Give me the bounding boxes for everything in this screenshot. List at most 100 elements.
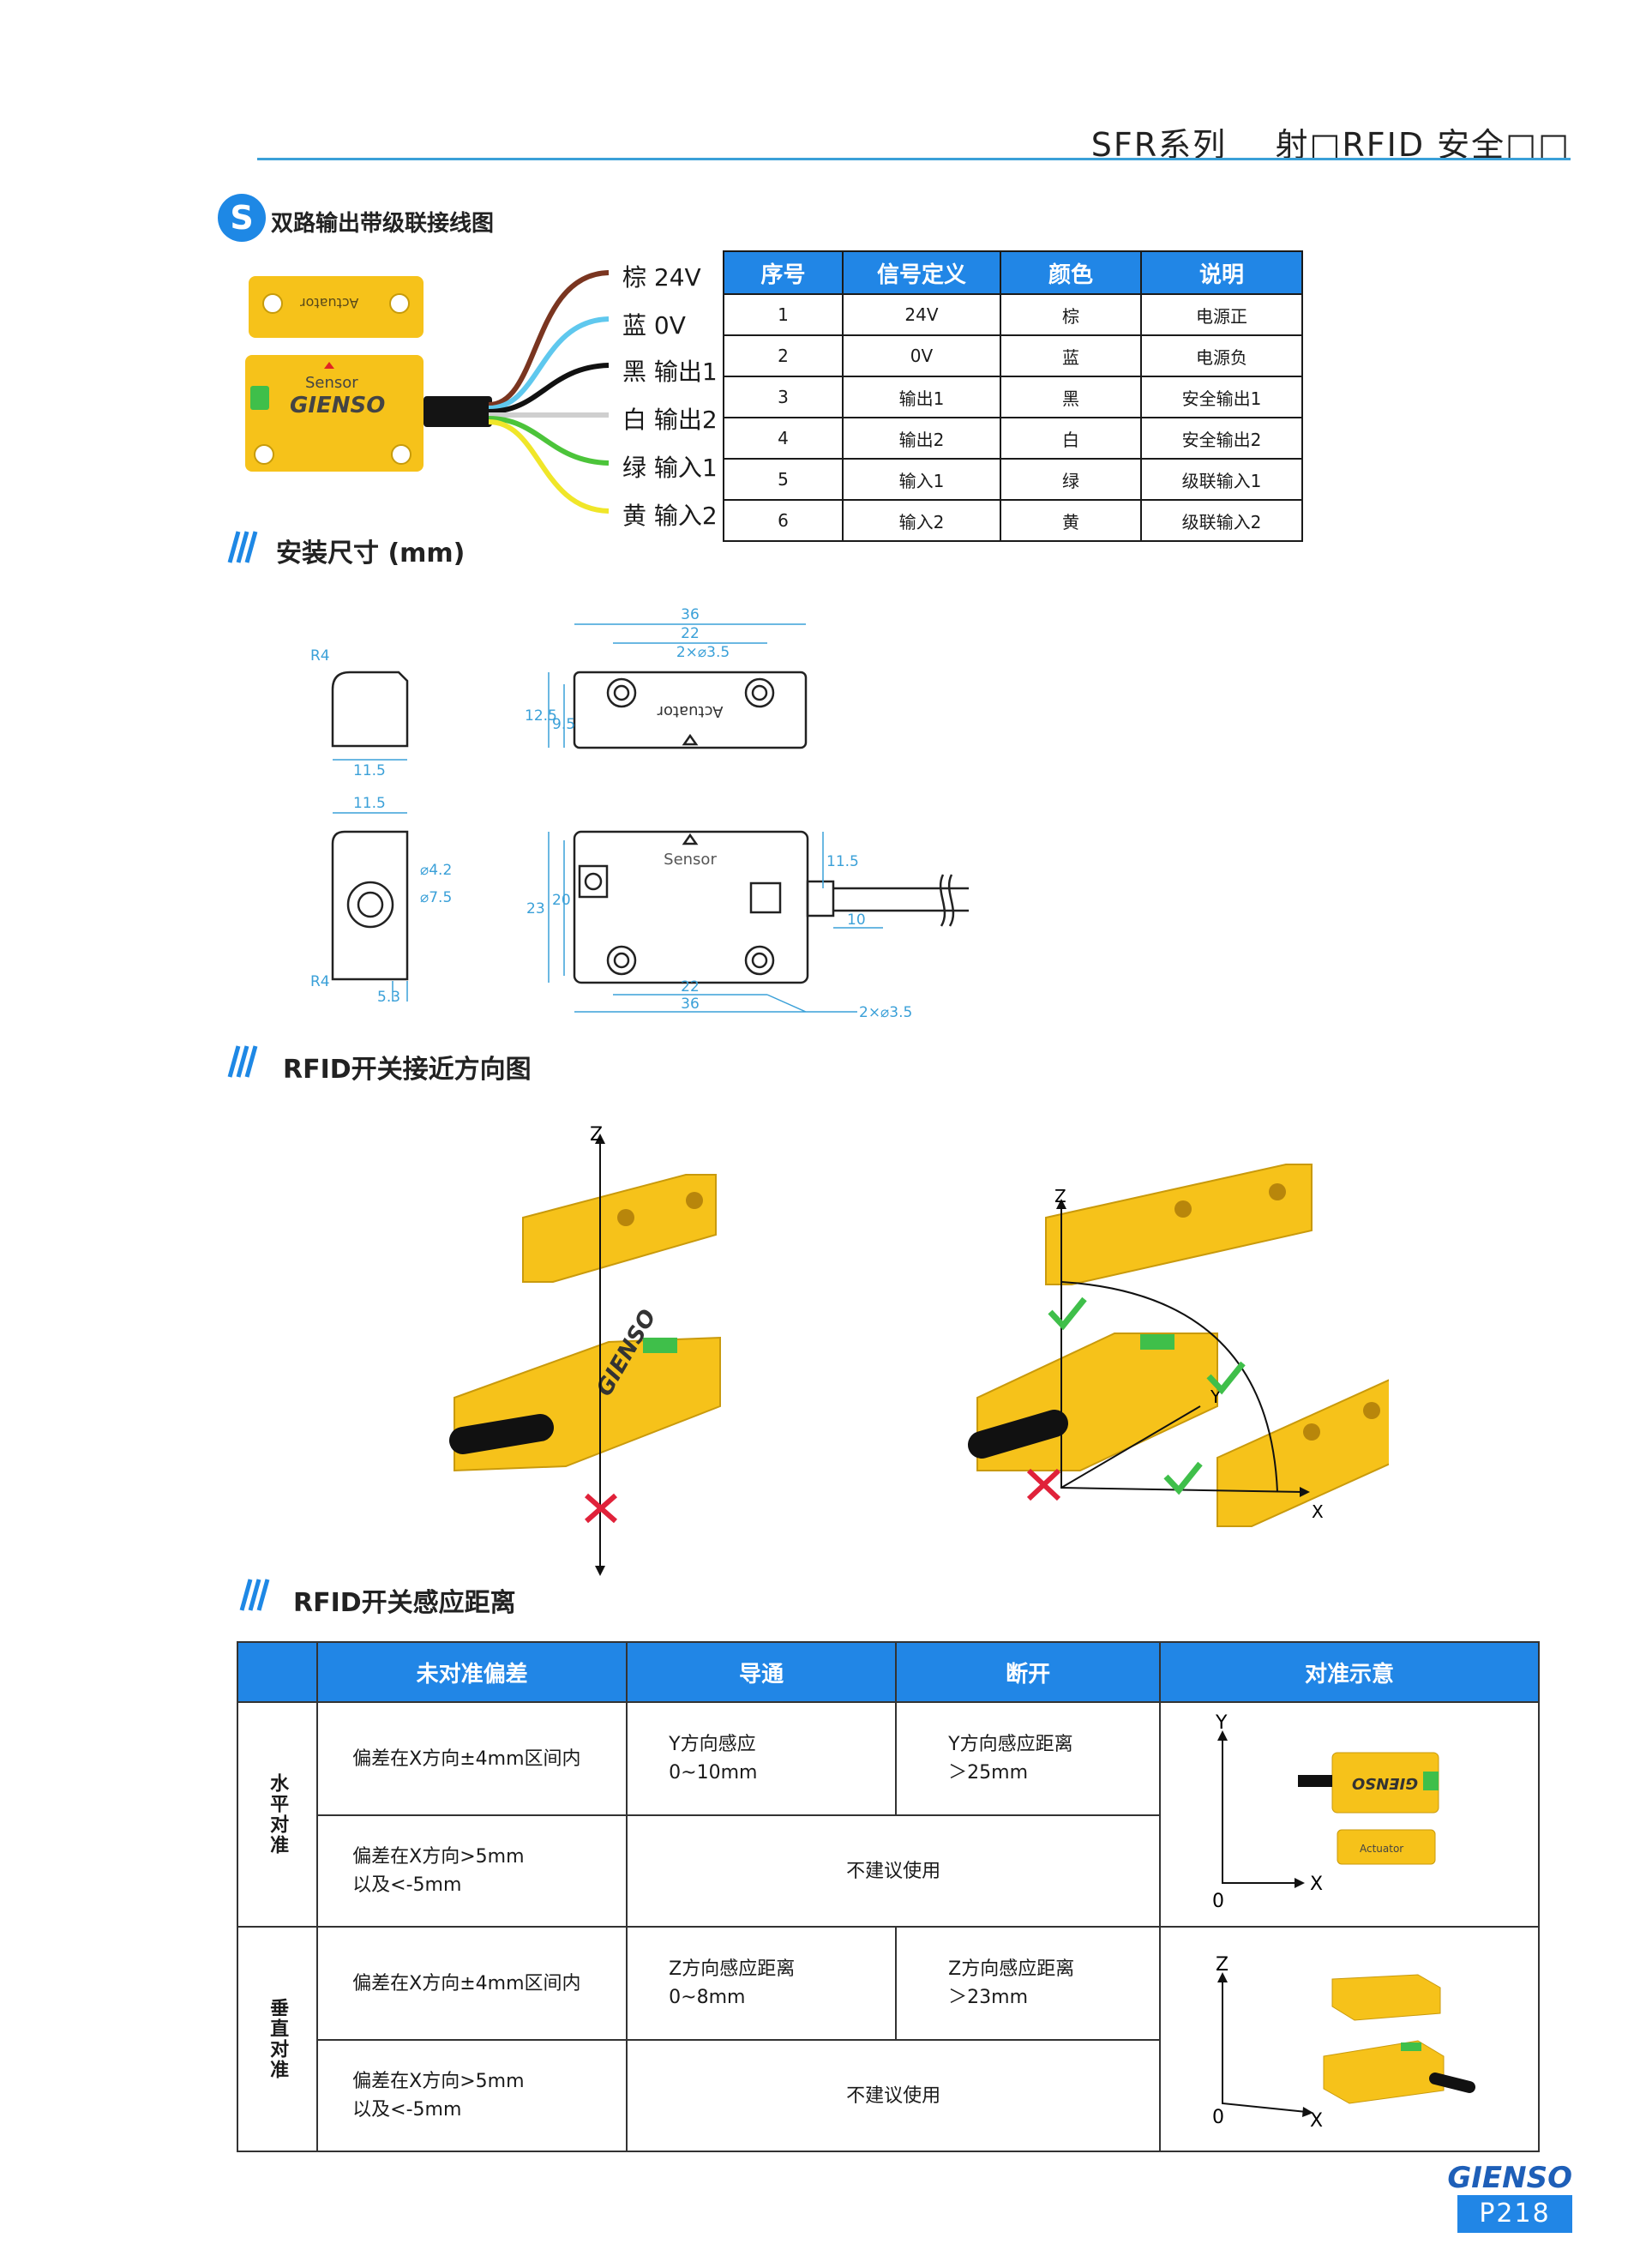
cell: 白 — [1000, 417, 1142, 460]
direction-title: RFID开关接近方向图 — [283, 1055, 532, 1085]
vertical-approach: GIENSO Z — [449, 1124, 721, 1576]
wire-label-white: 白 输出2 — [622, 406, 718, 434]
page-header-title: SFR系列 射□RFID 安全□□ — [1091, 118, 1571, 165]
actuator-image: Actuator — [249, 276, 424, 338]
dim-115-label: 11.5 — [353, 762, 386, 779]
table-row: 偏差在X方向>5mm 以及<-5mm 不建议使用 — [237, 2039, 1539, 2152]
table-row: 4 输出2 白 安全输出2 — [723, 417, 1303, 460]
dim-36b-label: 36 — [681, 996, 700, 1013]
vertical-alignment-diagram: Z X 0 — [1212, 1954, 1475, 2132]
cell: 绿 — [1000, 458, 1142, 501]
section-stripe-icon — [239, 1579, 270, 1611]
cell: 3 — [723, 376, 844, 418]
axis-z-label: Z — [590, 1124, 603, 1146]
approach-direction-diagram: GIENSO Z Z Y X — [449, 1124, 1389, 1576]
cell: 4 — [723, 417, 844, 460]
actuator-label: Actuator — [1360, 1843, 1403, 1855]
axis-v-label: Y — [1215, 1712, 1228, 1734]
axis-y-label: Y — [1210, 1387, 1222, 1407]
dim-r4-label: R4 — [310, 647, 330, 665]
table-row: 垂直对准 偏差在X方向±4mm区间内 Z方向感应距离 0~8mm Z方向感应距离… — [236, 1925, 1540, 2152]
dim-20-label: 20 — [552, 892, 571, 909]
axis-h-label: X — [1310, 2110, 1323, 2132]
col-header: 信号定义 — [842, 250, 1001, 295]
cell: 电源负 — [1140, 334, 1303, 377]
sensor-text: Sensor — [664, 851, 717, 869]
cell: 输出1 — [842, 376, 1001, 418]
dimensions-title: 安装尺寸 (mm) — [276, 538, 466, 569]
hole-icon — [391, 444, 412, 465]
cell: 0V — [842, 334, 1001, 377]
alignment-illustration-horizontal: Y X 0 GIENSO Actuator — [1159, 1701, 1540, 1928]
cell: 6 — [723, 499, 844, 542]
dim-r4b-label: R4 — [310, 973, 330, 990]
cell: 不建议使用 — [626, 2039, 1161, 2152]
cell: 级联输入1 — [1140, 458, 1303, 501]
hole-icon — [389, 293, 410, 314]
cell: 黄 — [1000, 499, 1142, 542]
dim-36-label: 36 — [681, 606, 700, 623]
table-row: 水平对准 偏差在X方向±4mm区间内 Y方向感应 0~10mm Y方向感应距离 … — [236, 1700, 1540, 1928]
table-header-row: 序号 信号定义 颜色 说明 — [723, 250, 1303, 295]
footer-brand-logo: GIENSO — [1447, 2161, 1572, 2195]
cell: 输入2 — [842, 499, 1001, 542]
section-stripe-icon — [227, 1045, 258, 1078]
cell: 偏差在X方向±4mm区间内 — [316, 1700, 628, 1817]
cell: 棕 — [1000, 293, 1142, 336]
table-row: 1 24V 棕 电源正 — [723, 293, 1303, 336]
dim-22b-label: 22 — [681, 978, 700, 996]
dim-95-label: 9.5 — [552, 716, 575, 733]
actuator-text: Actuator — [657, 702, 723, 720]
dim-holes-label: 2×⌀3.5 — [676, 644, 730, 661]
distance-table: 未对准偏差 导通 断开 对准示意 水平对准 偏差在X方向±4mm区间内 Y方向感… — [236, 1641, 1540, 2152]
group-label: 水平对准 — [267, 1773, 289, 1856]
cell: 2 — [723, 334, 844, 377]
origin-label: 0 — [1212, 2107, 1224, 2128]
series-name: SFR系列 — [1090, 126, 1228, 164]
table-row: 5 输入1 绿 级联输入1 — [723, 458, 1303, 501]
cell: 输入1 — [842, 458, 1001, 501]
dim-23-label: 23 — [526, 900, 545, 917]
table-row: 偏差在X方向>5mm 以及<-5mm 不建议使用 — [237, 1814, 1539, 1928]
cell: 蓝 — [1000, 334, 1142, 377]
dim-42-label: ⌀4.2 — [420, 862, 452, 879]
table-row: 6 输入2 黄 级联输入2 — [723, 499, 1303, 542]
axis-v-label: Z — [1216, 1954, 1228, 1976]
col-header: 对准示意 — [1159, 1641, 1540, 1703]
arrow-icon — [324, 362, 334, 369]
cell: 安全输出2 — [1140, 417, 1303, 460]
cell: Y方向感应 0~10mm — [626, 1700, 898, 1817]
wire-label-green: 绿 输入1 — [622, 454, 718, 482]
section-stripe-icon — [227, 531, 258, 563]
brand-logo: GIENSO — [1352, 1774, 1418, 1792]
table-row: 3 输出1 黑 安全输出1 — [723, 376, 1303, 418]
sensor-label: Sensor — [305, 374, 358, 392]
cell: Z方向感应距离 0~8mm — [626, 1925, 898, 2042]
hole-icon — [262, 293, 283, 314]
origin-label: 0 — [1212, 1891, 1224, 1912]
dim-22-label: 22 — [681, 625, 700, 642]
dim-115c-label: 11.5 — [826, 853, 859, 870]
dim-10-label: 10 — [847, 911, 866, 929]
col-header: 颜色 — [1000, 250, 1142, 295]
table-row: 2 0V 蓝 电源负 — [723, 334, 1303, 377]
dimension-drawing: 36 22 2×⌀3.5 R4 11.5 11.5 12.5 9.5 Actua… — [310, 606, 969, 1021]
group-label-cell: 垂直对准 — [236, 1926, 319, 2152]
wire-label-black: 黑 输出1 — [622, 358, 718, 386]
alignment-illustration-vertical: Z X 0 — [1159, 1926, 1540, 2152]
wire-table: 序号 信号定义 颜色 说明 1 24V 棕 电源正 2 0V 蓝 电源负 3 输… — [723, 250, 1303, 542]
distance-title: RFID开关感应距离 — [293, 1588, 516, 1618]
dim-125-label: 12.5 — [525, 707, 557, 725]
cell: Y方向感应距离 ＞25mm — [895, 1700, 1161, 1817]
col-header: 未对准偏差 — [316, 1641, 628, 1703]
col-header: 导通 — [626, 1641, 898, 1703]
col-header-empty — [236, 1641, 319, 1703]
cell: 级联输入2 — [1140, 499, 1303, 542]
cell: Z方向感应距离 ＞23mm — [895, 1925, 1161, 2042]
group-label: 垂直对准 — [267, 1998, 289, 2080]
multi-direction-approach: Z Y X — [968, 1164, 1389, 1527]
cell: 偏差在X方向>5mm 以及<-5mm — [316, 1814, 628, 1928]
product-name: 射□RFID 安全□□ — [1275, 126, 1571, 164]
col-header: 断开 — [895, 1641, 1161, 1703]
dim-53-label: 5.3 — [377, 989, 400, 1006]
